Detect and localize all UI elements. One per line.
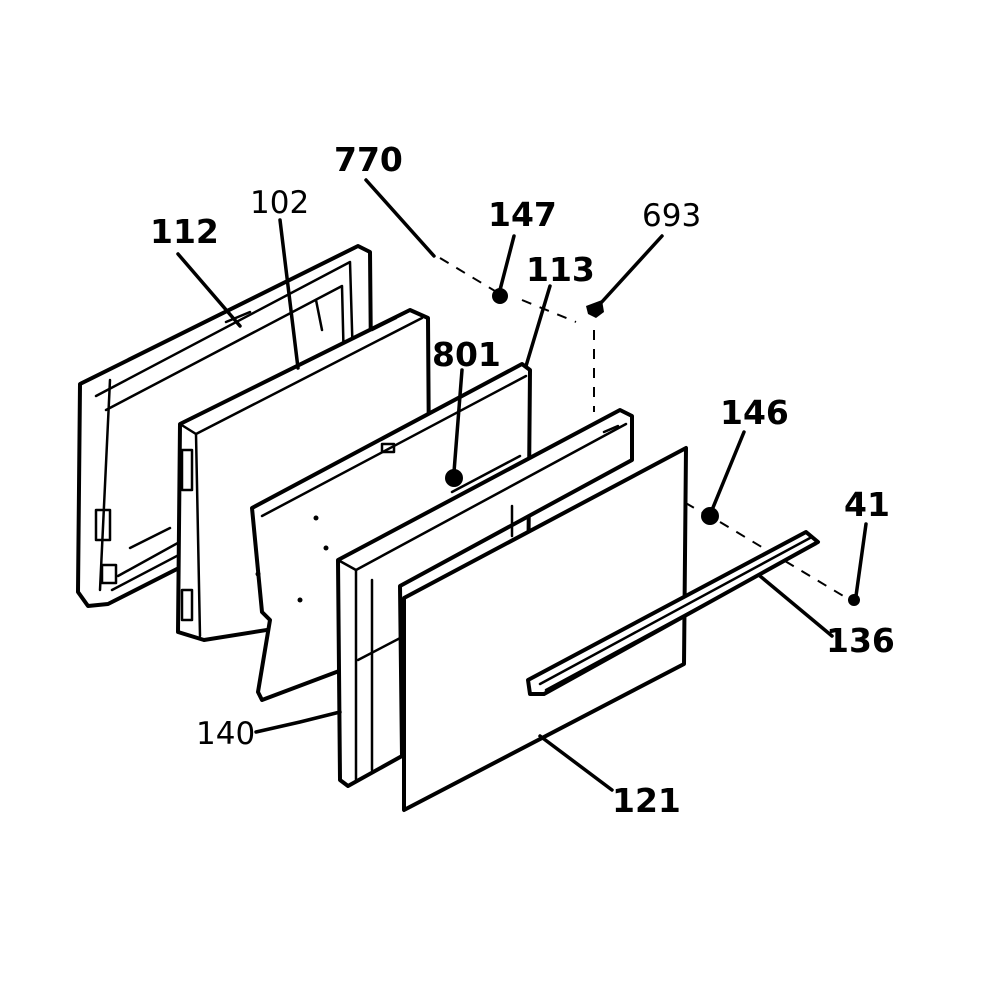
label-113: 113 <box>526 250 595 289</box>
part-140-door-frame <box>336 408 634 788</box>
part-121-outer-glass <box>402 446 688 812</box>
label-121: 121 <box>612 781 681 820</box>
part-801-screw <box>445 469 463 487</box>
label-770: 770 <box>334 140 403 179</box>
label-102: 102 <box>250 185 309 221</box>
part-41-screw <box>848 594 860 606</box>
label-147: 147 <box>488 195 557 234</box>
label-801: 801 <box>432 335 501 374</box>
label-146: 146 <box>720 393 789 432</box>
label-41: 41 <box>844 485 890 524</box>
part-136-handle-trim <box>526 530 820 696</box>
part-146-screw <box>701 507 719 525</box>
label-136: 136 <box>826 621 895 660</box>
label-693: 693 <box>642 198 701 234</box>
fasteners <box>445 288 860 606</box>
label-112: 112 <box>150 212 219 251</box>
leader-lines <box>176 178 868 792</box>
part-147-screw <box>492 288 508 304</box>
part-labels: 770 147 693 112 102 113 801 146 41 136 1… <box>150 140 895 820</box>
label-140: 140 <box>196 716 255 752</box>
